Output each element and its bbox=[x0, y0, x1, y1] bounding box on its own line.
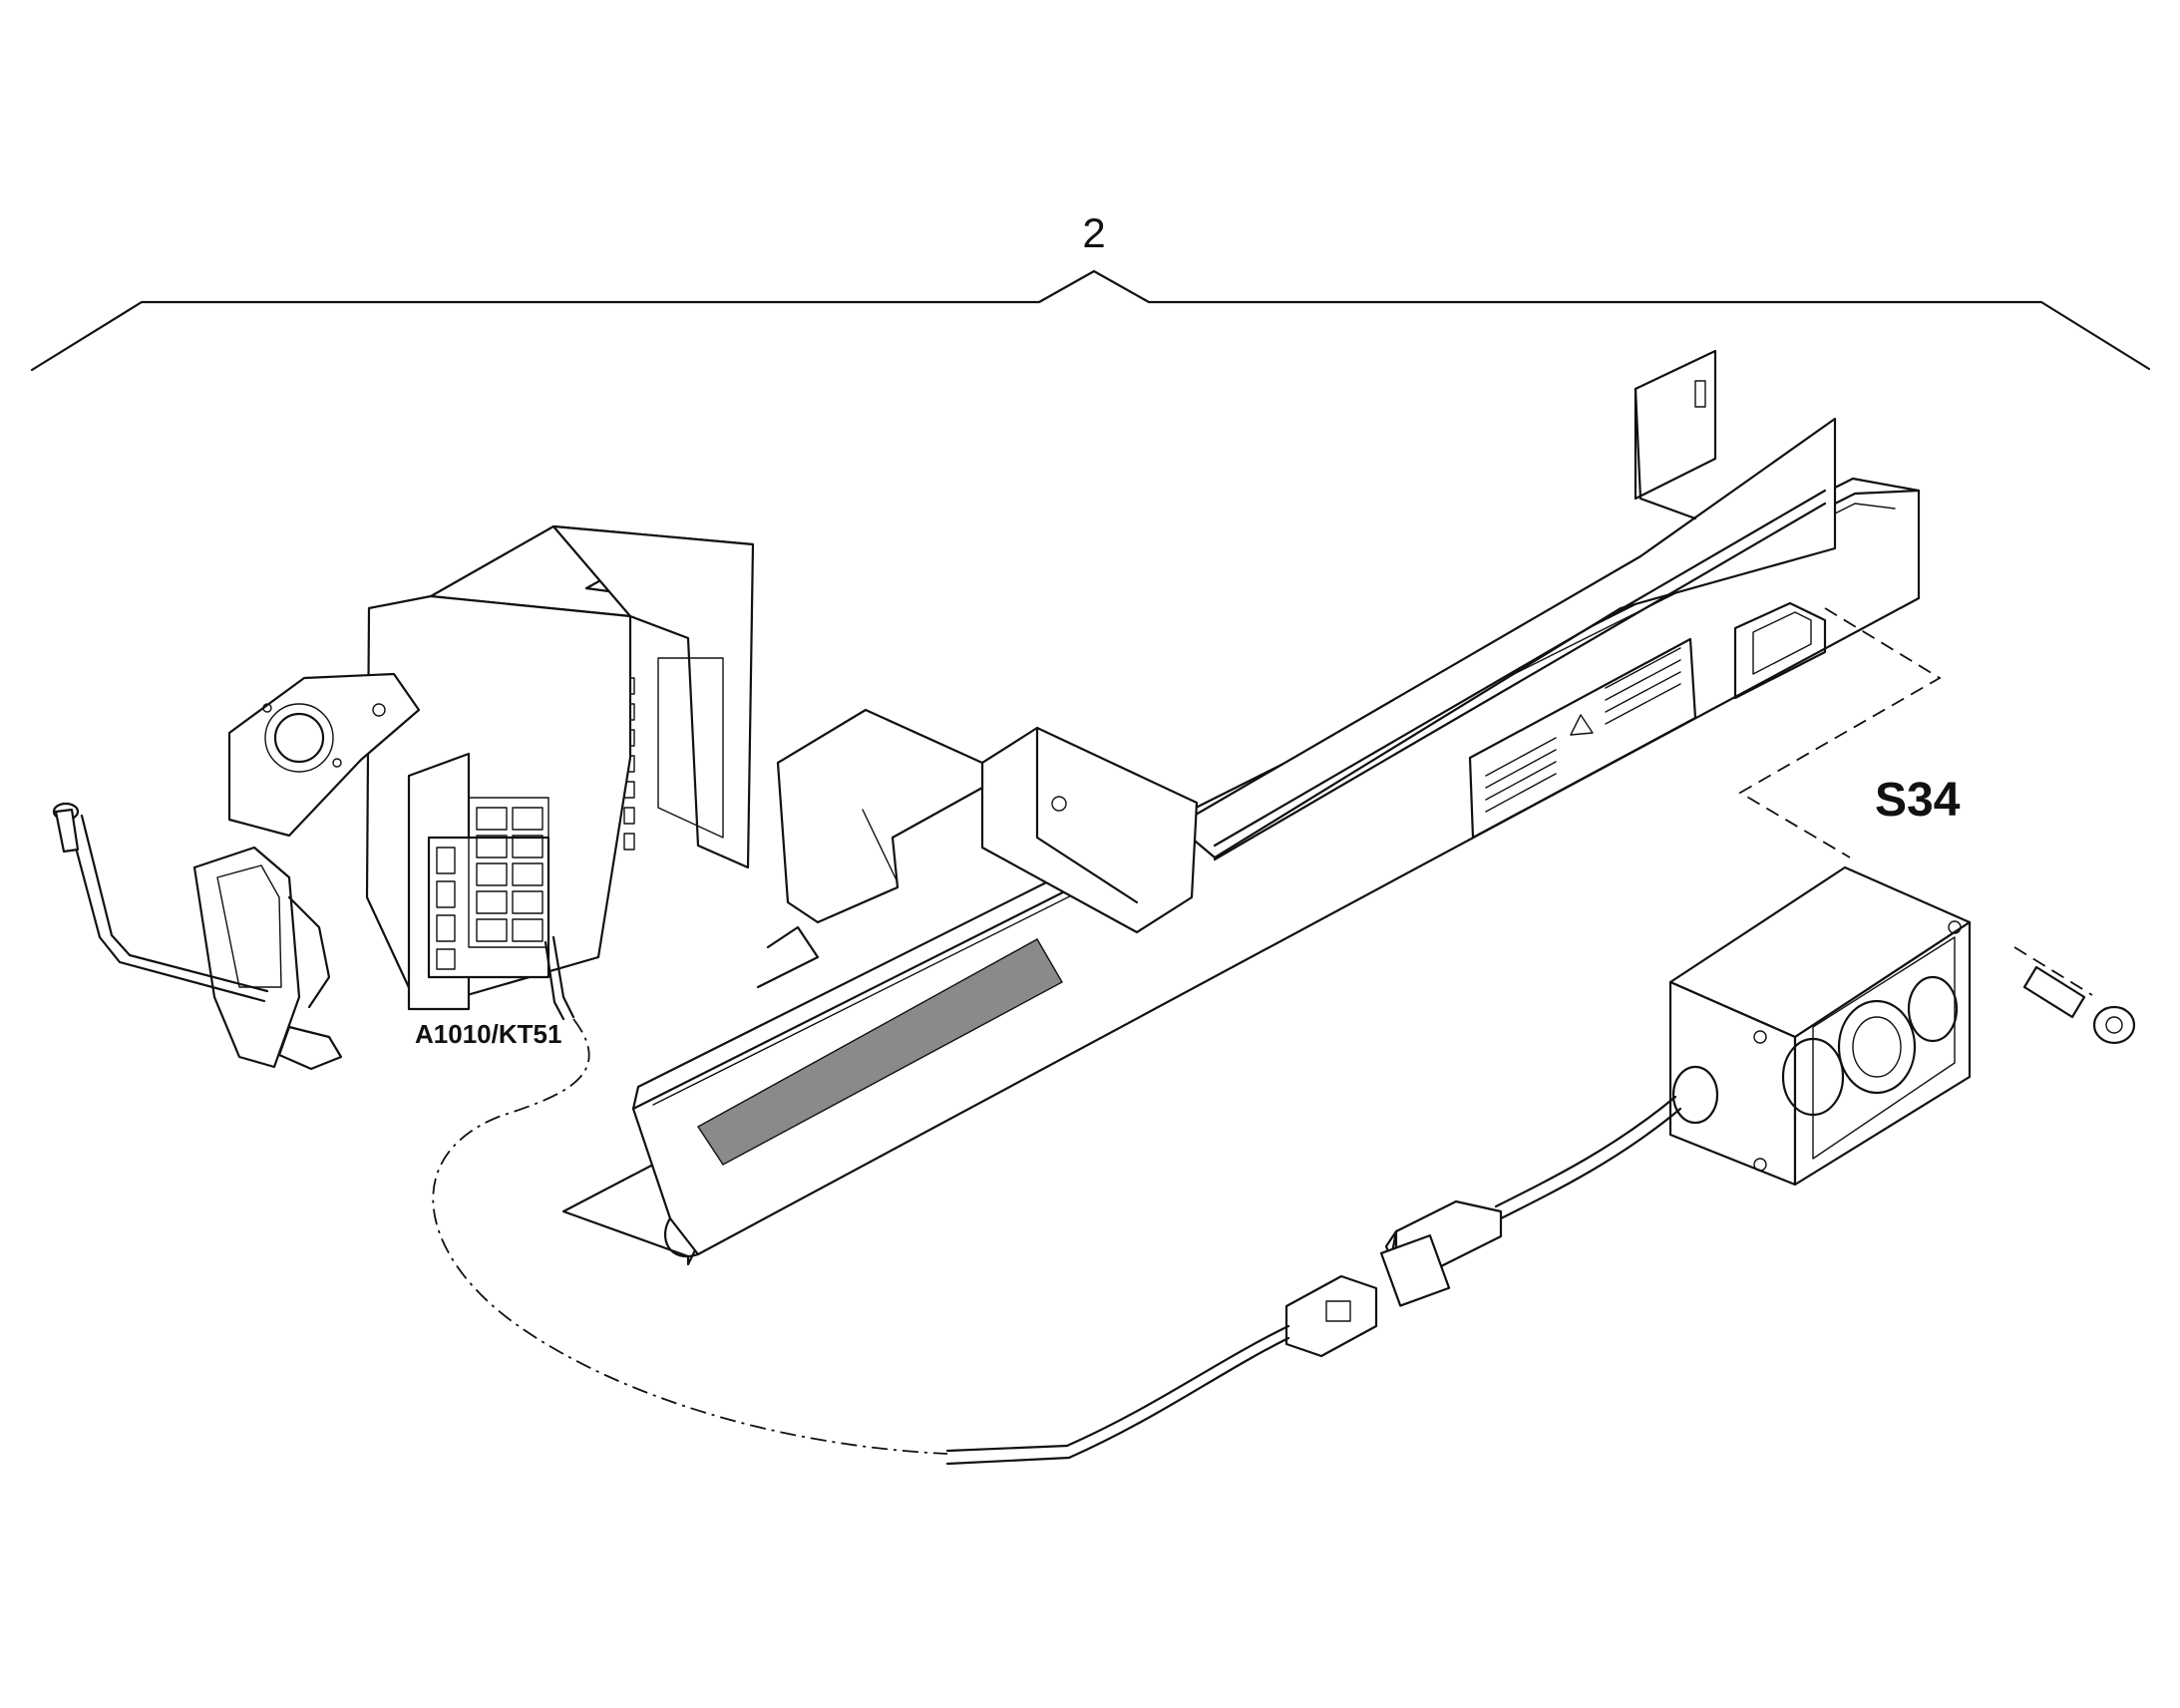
cable-assembly bbox=[945, 1095, 1682, 1466]
lever-handle bbox=[52, 802, 269, 1003]
control-unit bbox=[52, 524, 755, 1071]
switch-box bbox=[1668, 865, 1972, 1187]
relay-block bbox=[427, 797, 550, 979]
control-unit-label: A1010/KT51 bbox=[415, 1019, 561, 1049]
warning-plate bbox=[1468, 637, 1697, 840]
assembly-label: 2 bbox=[1082, 209, 1105, 256]
push-button-right bbox=[1907, 975, 1959, 1043]
push-button-left bbox=[1781, 1037, 1845, 1117]
screw bbox=[2013, 946, 2136, 1045]
assembly-bracket bbox=[30, 269, 2151, 372]
leader-line-s34 bbox=[1738, 607, 1942, 858]
connector-female bbox=[1284, 1274, 1378, 1358]
switch-box-label: S34 bbox=[1875, 774, 1961, 827]
emergency-stop-button bbox=[1837, 999, 1917, 1095]
guide-rail bbox=[561, 349, 1921, 1266]
grey-strip bbox=[696, 938, 1063, 1166]
